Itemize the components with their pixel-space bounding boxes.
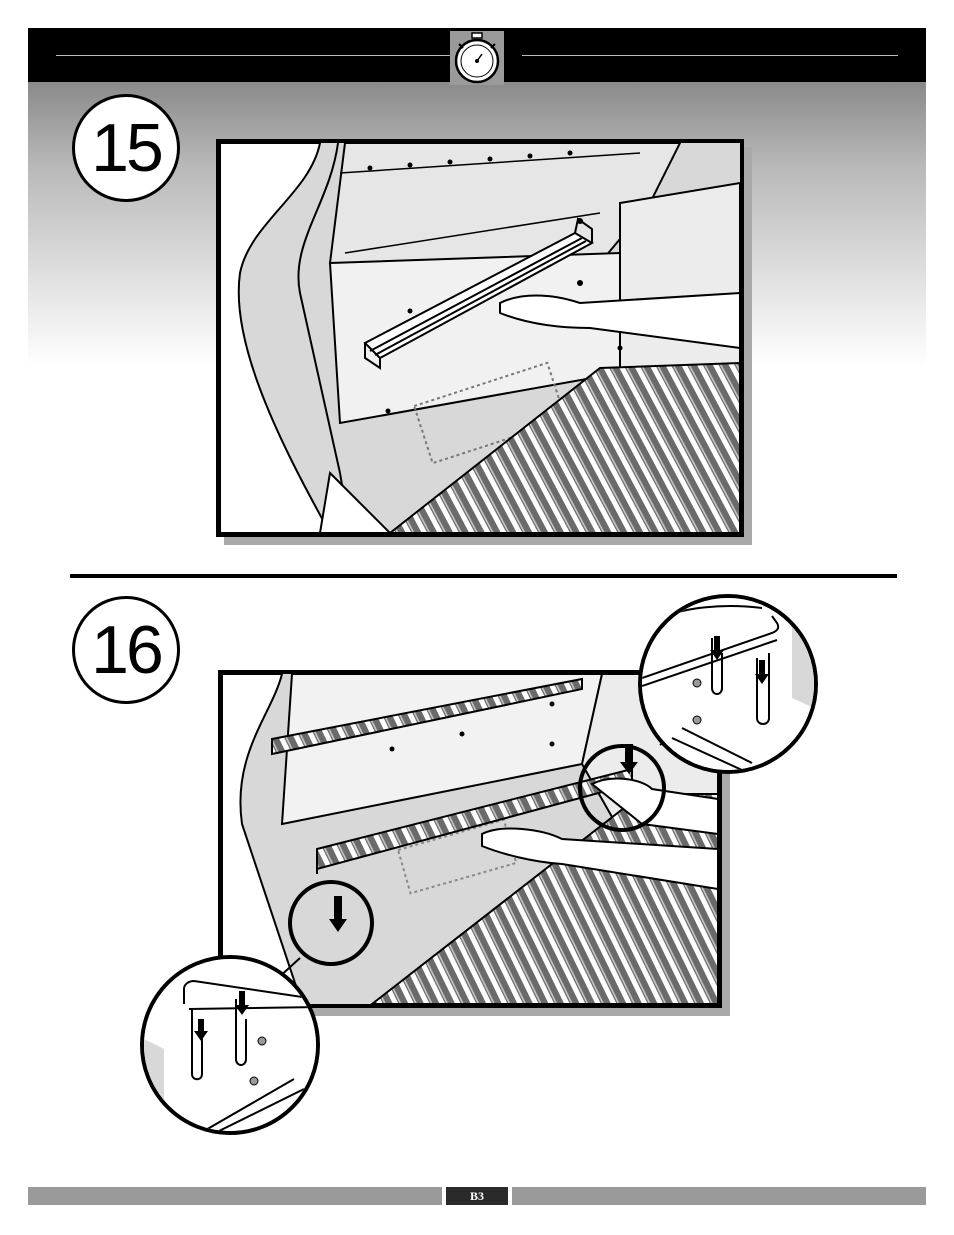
zoom-detail-left — [140, 955, 320, 1135]
footer-bar-right — [512, 1187, 926, 1205]
page-number: B3 — [446, 1187, 508, 1205]
zoom-detail-right — [638, 594, 818, 774]
footer-bar-left — [28, 1187, 442, 1205]
